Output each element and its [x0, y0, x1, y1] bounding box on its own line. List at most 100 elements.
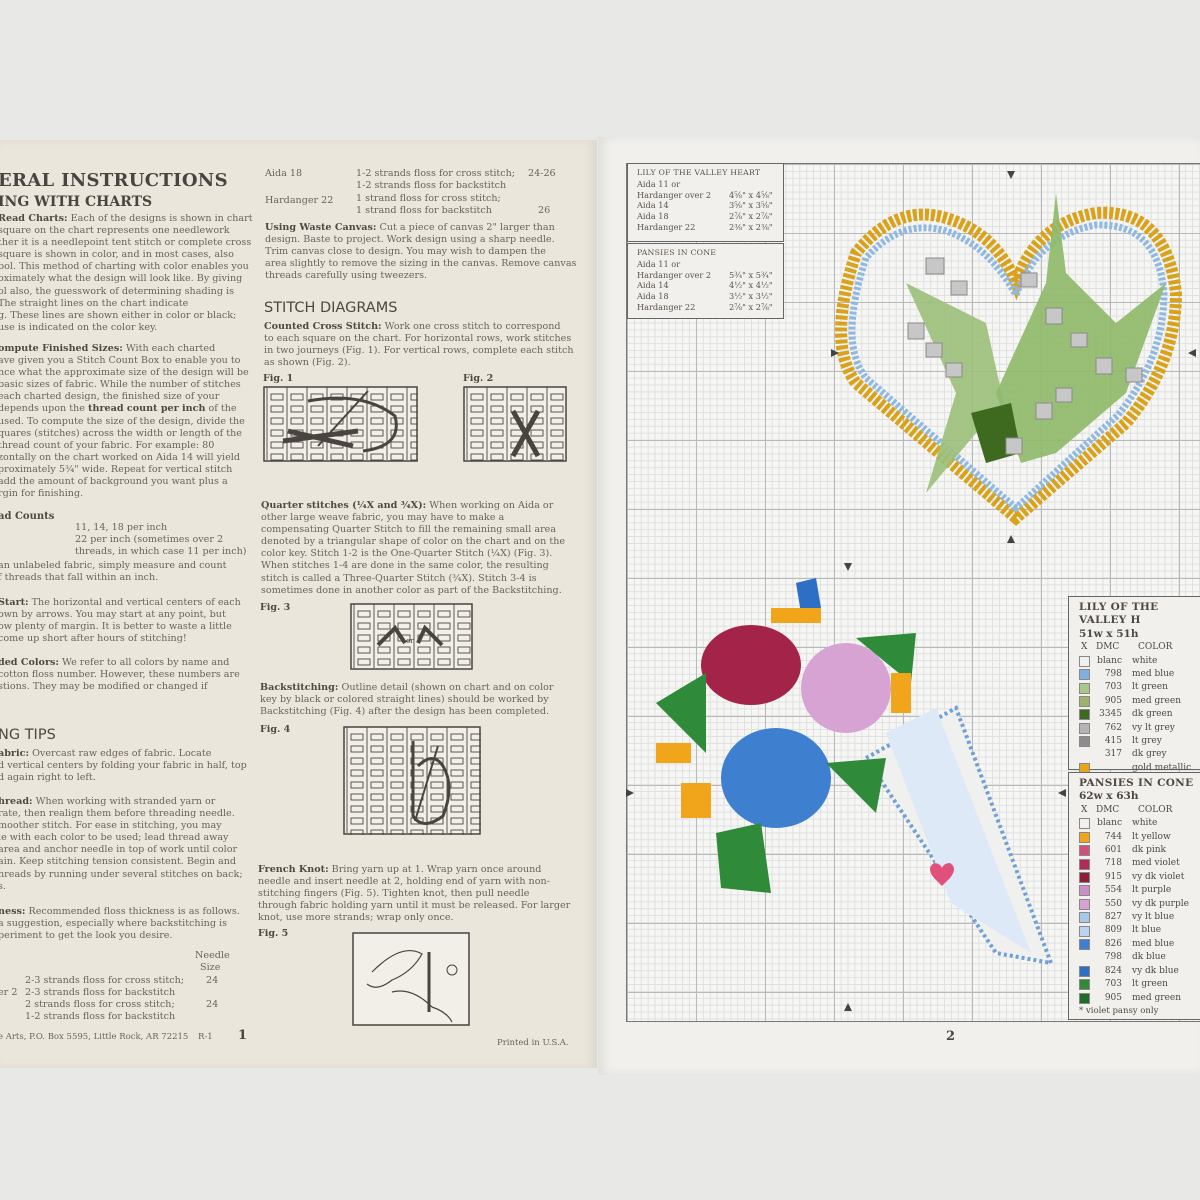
- center-arrow-icon: [1007, 171, 1015, 179]
- floss-row-strands: 2-3 strands floss for backstitch: [25, 987, 176, 999]
- french-knot-paragraph: French Knot: Bring yarn up at 1. Wrap ya…: [258, 864, 570, 924]
- quarter-stitches-paragraph-text: sometimes done in another color as part …: [261, 584, 562, 596]
- french-knot-paragraph-line: stitching fingers (Fig. 5). Tighten knot…: [258, 888, 570, 900]
- thread-paragraph-line: hread: When working with stranded yarn o…: [0, 796, 243, 808]
- color-swatch: [1079, 655, 1090, 667]
- fabric-name: Hardanger 22: [637, 301, 696, 312]
- read-charts-paragraph-line: square is shown in color, and in most ca…: [0, 249, 253, 261]
- backstitching-paragraph-lead: Backstitching:: [260, 682, 339, 693]
- start-paragraph-text: The horizontal and vertical centers of e…: [28, 597, 241, 608]
- floss-row-needle: 24: [206, 999, 219, 1011]
- color-swatch: [1079, 898, 1090, 910]
- colors-paragraph-text: stions. They may be modified or changed …: [0, 681, 208, 693]
- center-arrow-icon: [831, 349, 839, 357]
- finished-size: 4⅝" x 4⅝": [729, 189, 773, 200]
- finished-sizes-paragraph-text: nce what the approximate size of the des…: [0, 367, 249, 379]
- dmc-number: 798: [1104, 952, 1122, 963]
- finished-sizes-paragraph-line: ave given you a Stitch Count Box to enab…: [0, 355, 249, 367]
- color-swatch: [1079, 912, 1090, 924]
- backstitching-paragraph-line: Backstitching (Fig. 4) after the design …: [260, 706, 554, 718]
- floss-row-strands: 2-3 strands floss for cross stitch;: [25, 975, 185, 986]
- finished-sizes-paragraph-line: rgin for finishing.: [0, 488, 249, 500]
- color-swatch: [1079, 925, 1090, 937]
- fig1-diagram: [263, 386, 418, 462]
- finished-sizes-paragraph-text: zontally on the chart worked on Aida 14 …: [0, 451, 240, 463]
- finished-sizes-paragraph-text: With each charted: [122, 343, 216, 354]
- quarter-stitches-paragraph: Quarter stitches (¼X and ¾X): When worki…: [261, 500, 565, 597]
- column-color: COLOR: [1138, 642, 1173, 653]
- counted-cross-stitch-paragraph-lead: Counted Cross Stitch:: [264, 321, 382, 332]
- thread-paragraph-text: le with each color to be used; lead thre…: [0, 832, 229, 844]
- finished-sizes-paragraph-line: each charted design, the finished size o…: [0, 391, 249, 403]
- dmc-number: 317: [1104, 749, 1122, 760]
- dmc-number: 554: [1104, 885, 1122, 896]
- quarter-stitches-paragraph-text: denoted by a triangular shape of color o…: [261, 536, 566, 548]
- color-name: dk green: [1132, 709, 1173, 720]
- counted-cross-stitch-paragraph-line: to each square on the chart. For horizon…: [264, 333, 574, 345]
- quarter-stitches-paragraph-text: compensating Quarter Stitch to fill the …: [261, 524, 557, 536]
- finished-sizes-paragraph-line: zontally on the chart worked on Aida 14 …: [0, 452, 249, 464]
- backstitching-paragraph-text: Backstitching (Fig. 4) after the design …: [260, 706, 550, 718]
- counted-cross-stitch-paragraph-line: in two journeys (Fig. 1). For vertical r…: [264, 345, 574, 357]
- finished-sizes-paragraph-text: used. To compute the size of the design,…: [0, 415, 245, 427]
- floss-row-strands: 1-2 strands floss for cross stitch;: [356, 168, 516, 179]
- thread-counts-heading: ad Counts: [0, 511, 55, 522]
- floss-row-needle: 24-26: [528, 168, 556, 179]
- french-knot-paragraph-lead: French Knot:: [258, 864, 329, 875]
- counted-cross-stitch-paragraph-text: in two journeys (Fig. 1). For vertical r…: [264, 345, 574, 357]
- section-heading: ING WITH CHARTS: [0, 194, 153, 210]
- color-name: med blue: [1132, 669, 1175, 680]
- backstitching-paragraph: Backstitching: Outline detail (shown on …: [260, 682, 554, 718]
- fabric-name: Aida 18: [637, 291, 669, 302]
- start-paragraph-text: ow plenty of margin. It is better to was…: [0, 621, 232, 633]
- thread-paragraph-text: ain. Keep stitching tension consistent. …: [0, 856, 237, 868]
- fabric-name: Aida 11 or: [637, 258, 681, 269]
- french-knot-paragraph-text: needle and insert needle at 2, holding e…: [258, 876, 550, 888]
- color-name: lt green: [1132, 979, 1168, 990]
- dmc-number: 703: [1104, 979, 1122, 990]
- french-knot-paragraph-line: needle and insert needle at 2, holding e…: [258, 876, 570, 888]
- fig2-label: Fig. 2: [463, 373, 494, 384]
- color-swatch: [1079, 736, 1090, 748]
- french-knot-paragraph-line: through fabric holding yarn until it mus…: [258, 900, 570, 912]
- fabric-name: Aida 14: [637, 200, 669, 211]
- color-name: lt purple: [1132, 885, 1172, 896]
- fabric-name: Hardanger 22: [637, 221, 696, 232]
- fabric-name: Hardanger over 2: [637, 269, 712, 280]
- floss-row-strands: 1-2 strands floss for backstitch: [356, 180, 507, 192]
- read-charts-paragraph-text: Each of the designs is shown in chart: [67, 213, 253, 224]
- finished-sizes-paragraph-line: nce what the approximate size of the des…: [0, 367, 249, 379]
- thickness-paragraph-line: periment to get the look you desire.: [0, 930, 240, 942]
- color-swatch: [1079, 709, 1090, 721]
- waste-canvas-paragraph-line: area slightly to remove the sizing in th…: [265, 258, 576, 270]
- finished-sizes-paragraph-text: add the amount of background you want pl…: [0, 476, 228, 488]
- color-name: vy lt grey: [1132, 722, 1175, 733]
- color-name: dk blue: [1132, 952, 1166, 963]
- colors-paragraph-line: ded Colors: We refer to all colors by na…: [0, 657, 240, 669]
- finished-size: 2⅞" x 2⅞": [729, 211, 773, 222]
- start-paragraph-lead: Start:: [0, 597, 29, 608]
- color-name: white: [1132, 818, 1158, 829]
- column-dmc: DMC: [1096, 804, 1120, 815]
- fabric-name: Aida 18: [637, 211, 669, 222]
- quarter-stitches-paragraph-line: stitch is called a Three-Quarter Stitch …: [261, 573, 565, 585]
- quarter-stitches-paragraph-line: other large weave fabric, you may have t…: [261, 512, 565, 524]
- french-knot-paragraph-line: French Knot: Bring yarn up at 1. Wrap ya…: [258, 864, 570, 876]
- dmc-number: 718: [1104, 858, 1122, 869]
- color-name: med green: [1132, 695, 1181, 706]
- read-charts-paragraph-line: Read Charts: Each of the designs is show…: [0, 213, 253, 225]
- counted-cross-stitch-paragraph-text: Work one cross stitch to correspond: [381, 321, 561, 332]
- finished-sizes-paragraph-text: thread count of your fabric. For example…: [0, 439, 215, 451]
- start-paragraph-line: ow plenty of margin. It is better to was…: [0, 621, 241, 633]
- tips-heading: NG TIPS: [0, 727, 56, 743]
- color-key-footnote: * violet pansy only: [1079, 1005, 1159, 1016]
- fig5-diagram: [352, 932, 470, 1026]
